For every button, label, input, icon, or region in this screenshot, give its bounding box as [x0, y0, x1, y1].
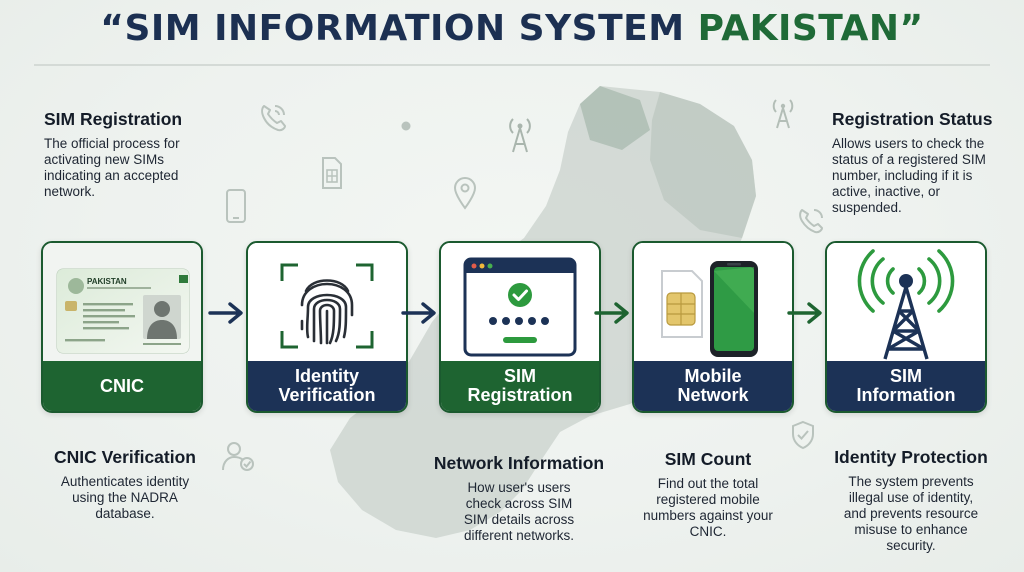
desc-line: The system prevents [848, 474, 974, 489]
desc-line: CNIC. [689, 524, 727, 539]
desc-line: database. [95, 506, 155, 521]
desc-line: activating new SIMs [44, 152, 165, 167]
broadcast-tower-icon [827, 243, 985, 365]
desc-title: Registration Status [832, 109, 993, 129]
right-arrow-icon [594, 302, 629, 324]
dot-icon [401, 121, 411, 131]
desc-title: Network Information [433, 453, 605, 473]
card-label-line: Identity [294, 366, 359, 386]
card-label-line: SIM [889, 366, 922, 386]
phone-call-icon [261, 105, 286, 132]
desc-identity-protection: Identity Protection The system prevents … [816, 447, 1006, 554]
card-cnic: PAKISTAN CNIC [41, 241, 203, 413]
card-label: CNIC [43, 361, 201, 411]
desc-text: How user's users check across SIM SIM de… [424, 480, 614, 544]
right-arrow-icon [401, 302, 436, 324]
cnic-card-icon: PAKISTAN [43, 243, 201, 365]
desc-line: using the NADRA [72, 490, 178, 505]
desc-line: How user's users [467, 480, 571, 495]
desc-line: network. [44, 184, 96, 199]
smartphone-icon [226, 189, 246, 223]
phone-call-icon [799, 209, 823, 234]
desc-text: Allows users to check the status of a re… [832, 136, 1018, 216]
desc-text: The official process for activating new … [44, 136, 244, 200]
signal-tower-icon [772, 99, 794, 129]
desc-network-information: Network Information How user's users che… [424, 453, 614, 544]
page-title: “SIM INFORMATION SYSTEM PAKISTAN” [0, 8, 1024, 49]
desc-line: numbers against your [643, 508, 773, 523]
desc-text: The system prevents illegal use of ident… [816, 474, 1006, 554]
desc-line: Allows users to check the [832, 136, 985, 151]
desc-line: suspended. [832, 200, 902, 215]
desc-line: status of a registered SIM [832, 152, 986, 167]
card-label-line: Registration [467, 385, 573, 405]
sim-and-phone-icon [634, 243, 792, 365]
right-arrow-icon [208, 302, 243, 324]
desc-sim-count: SIM Count Find out the total registered … [618, 449, 798, 540]
card-label-line: Verification [278, 385, 376, 405]
desc-line: check across SIM [465, 496, 573, 511]
desc-registration-status: Registration Status Allows users to chec… [832, 109, 1018, 216]
desc-title: SIM Count [664, 449, 752, 469]
desc-text: Find out the total registered mobile num… [618, 476, 798, 540]
desc-line: Authenticates identity [60, 474, 190, 489]
desc-line: misuse to enhance [854, 522, 968, 537]
signal-tower-icon [509, 118, 531, 153]
fingerprint-icon [248, 243, 406, 365]
cnic-country-text: PAKISTAN [87, 277, 127, 286]
registration-window-icon [441, 243, 599, 365]
desc-line: number, including if it is [832, 168, 973, 183]
location-pin-icon [453, 177, 477, 210]
title-divider [34, 64, 990, 66]
title-main: “SIM INFORMATION SYSTEM [100, 8, 698, 49]
right-arrow-icon [787, 302, 822, 324]
desc-line: security. [886, 538, 936, 553]
desc-line: different networks. [463, 528, 575, 543]
desc-line: active, inactive, or [832, 184, 941, 199]
sim-card-icon [322, 157, 342, 189]
shield-check-icon [792, 420, 814, 450]
desc-title: Identity Protection [834, 447, 988, 467]
desc-line: SIM details across [463, 512, 575, 527]
card-label-line: Mobile [684, 366, 742, 386]
user-check-icon [222, 442, 254, 471]
desc-title: SIM Registration [44, 109, 183, 129]
title-accent: PAKISTAN” [697, 8, 924, 49]
card-label-line: SIM [503, 366, 536, 386]
desc-line: The official process for [44, 136, 180, 151]
desc-line: registered mobile [656, 492, 760, 507]
desc-title: CNIC Verification [54, 447, 196, 467]
card-label-line: Information [856, 385, 956, 405]
card-label-line: Network [677, 385, 749, 405]
desc-line: indicating an accepted [44, 168, 179, 183]
desc-line: Find out the total [657, 476, 759, 491]
desc-cnic-verification: CNIC Verification Authenticates identity… [30, 447, 220, 522]
desc-line: and prevents resource [843, 506, 979, 521]
desc-sim-registration: SIM Registration The official process fo… [44, 109, 244, 200]
desc-text: Authenticates identity using the NADRA d… [30, 474, 220, 522]
desc-line: illegal use of identity, [848, 490, 974, 505]
